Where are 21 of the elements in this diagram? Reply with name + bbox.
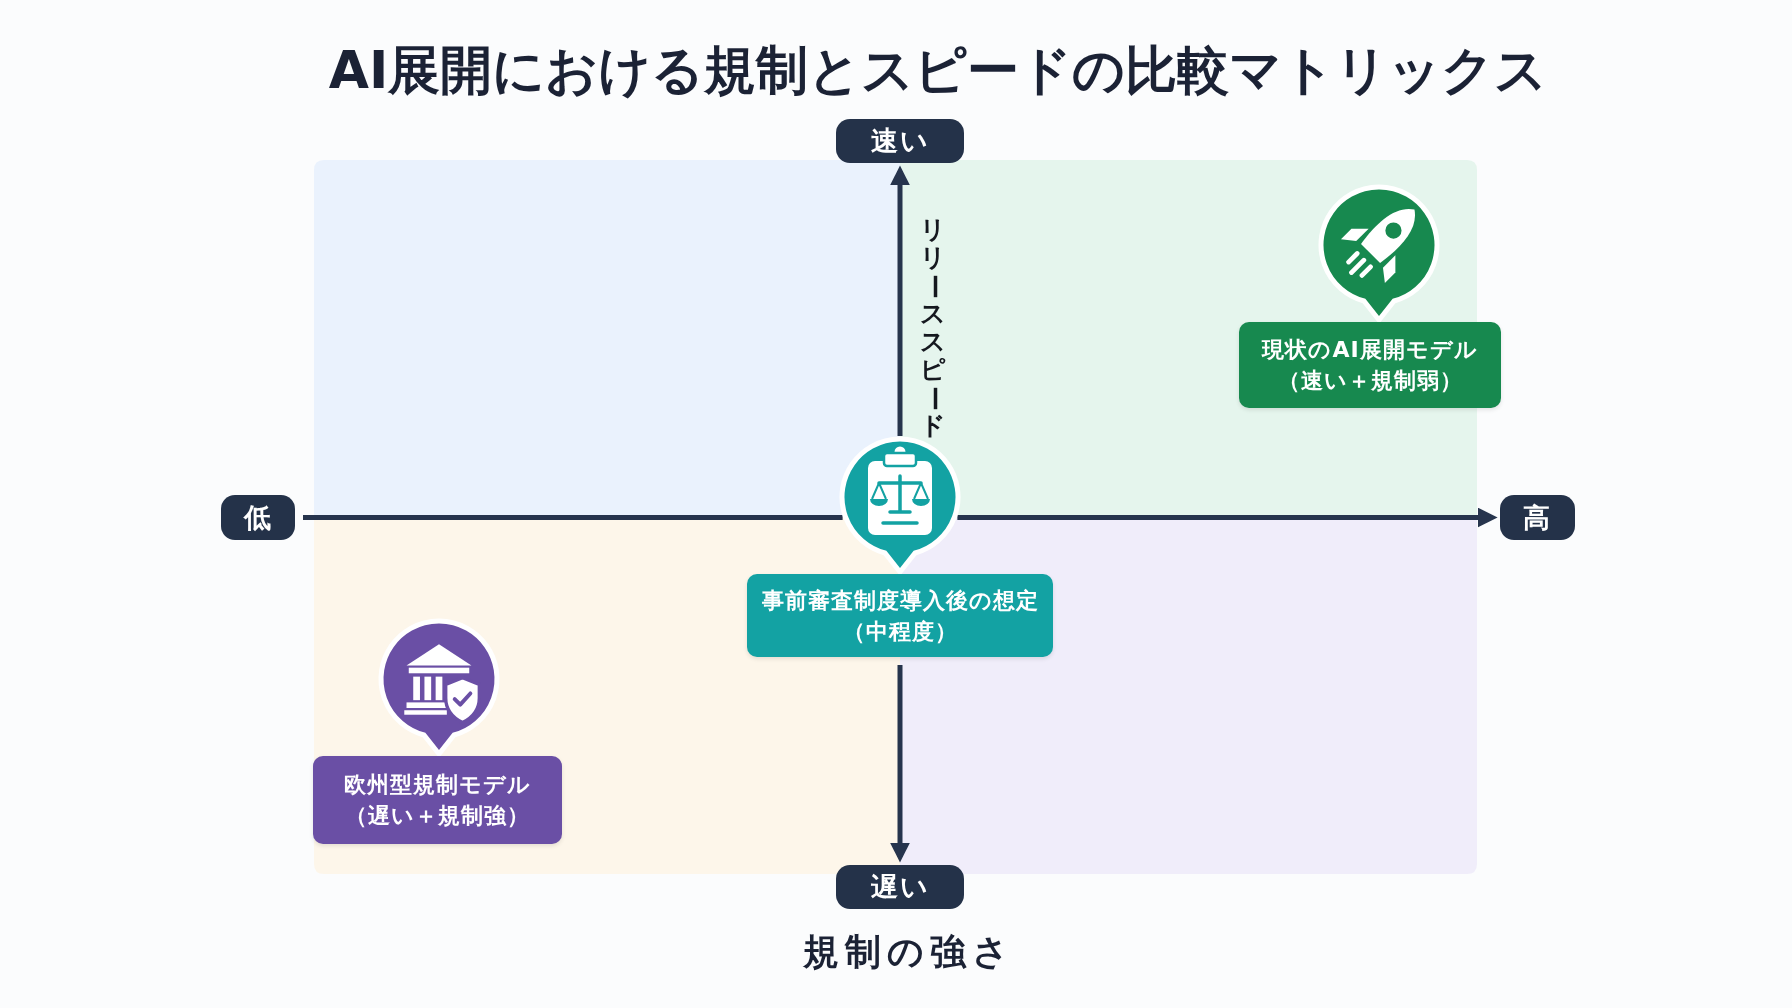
callout-heading: 現状のAI展開モデル [1262,336,1478,364]
axis-end-label: 遅い [836,865,964,909]
clipboard-scales-icon [839,436,961,574]
axis-arrow [957,507,1498,528]
axis-arrow [890,665,910,863]
callout-heading: 欧州型規制モデル [344,771,531,799]
callout-subheading: （中程度） [842,617,958,646]
callout-heading: 事前審査制度導入後の想定 [761,586,1039,615]
axis-arrow [890,165,910,436]
title: AI展開における規制とスピードの比較マトリックス [328,39,1548,102]
callout-box [747,574,1053,657]
axis-line [303,515,843,520]
callout-box [313,756,562,844]
callout-subheading: （速い＋規制弱） [1277,367,1463,395]
axis-title: 規制の強さ [803,929,1015,974]
callout-subheading: （遅い＋規制強） [345,802,530,830]
axis-end-label: 低 [221,495,295,540]
axis-end-label: 速い [836,119,964,163]
axis-end-label: 高 [1500,495,1575,540]
axis-title: リリーススピード [918,216,948,440]
callout-box [1239,322,1501,408]
